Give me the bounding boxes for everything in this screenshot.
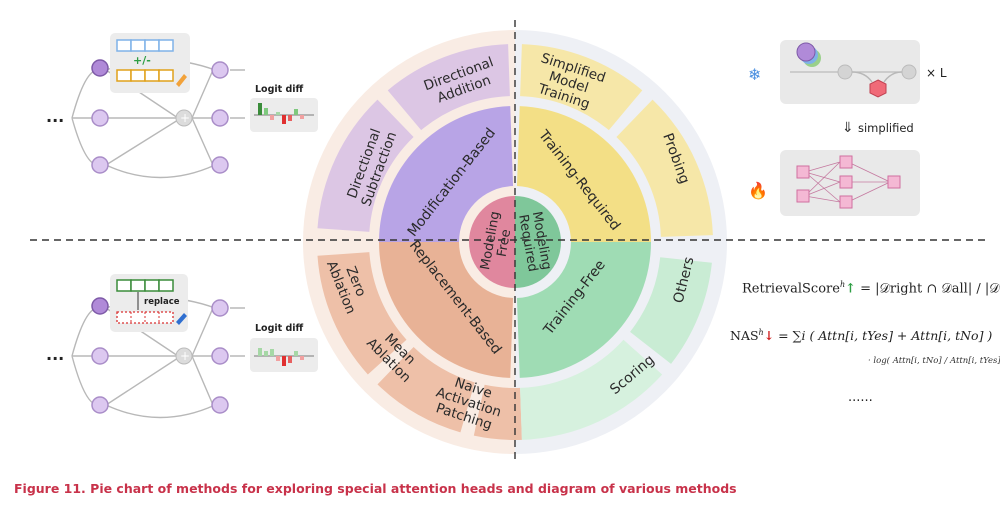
- center-right-half: [515, 196, 561, 288]
- down-arrow-icon: ⇓: [842, 120, 854, 136]
- node: [211, 109, 229, 127]
- dropper-icon: [176, 313, 187, 325]
- logit-bar: [276, 356, 280, 361]
- plus-node: [901, 64, 917, 80]
- nas-formula-tail: · log( Attn[i, tNo] / Attn[i, tYes] ): [868, 356, 1000, 366]
- seg-training-required: [516, 106, 651, 242]
- node: [211, 347, 229, 365]
- node: [91, 347, 109, 365]
- seg-mean-ablation: [377, 347, 475, 433]
- node-dark-top: [91, 59, 109, 77]
- node: [211, 61, 229, 79]
- left-top-diagram: ... + +/- Logit diff: [46, 33, 318, 179]
- node: [91, 156, 109, 174]
- center-left-half: [469, 196, 515, 288]
- seg-naive-activation-patching: [473, 384, 522, 440]
- seg-scoring: [520, 339, 663, 440]
- vector-red-dotted: [116, 311, 174, 324]
- vector-orange: [116, 69, 174, 82]
- pencil-icon: [176, 74, 187, 87]
- network-node: [839, 155, 853, 169]
- nas-formula: NASh↓ = ∑i ( Attn[i, tYes] + Attn[i, tNo…: [730, 328, 993, 344]
- outer-label-zero-ablation: ZeroAblation: [323, 253, 374, 317]
- network-node: [796, 165, 810, 179]
- seg-replacement-based: [379, 242, 514, 378]
- logit-bar: [288, 356, 292, 363]
- figure-caption: Figure 11. Pie chart of methods for expl…: [14, 481, 737, 496]
- seg-probing: [616, 99, 713, 237]
- fire-icon: 🔥: [748, 181, 768, 200]
- seg-training-free: [516, 242, 651, 378]
- seg-zero-ablation: [317, 252, 407, 375]
- network-node: [839, 195, 853, 209]
- logit-diff-label-top: Logit diff: [255, 84, 304, 95]
- simplified-label: simplified: [858, 121, 914, 135]
- logit-bar: [276, 112, 280, 115]
- vector-blue: [116, 39, 174, 52]
- plus-sign: +: [180, 349, 190, 363]
- logit-bar: [288, 115, 292, 121]
- plus-sign: +: [180, 111, 190, 125]
- seg-simplified-model-training: [520, 44, 643, 131]
- network-node: [796, 189, 810, 203]
- node: [211, 396, 229, 414]
- logit-bar: [264, 108, 268, 115]
- logit-bar: [258, 103, 262, 115]
- plus-node: [837, 64, 853, 80]
- vector-green: [116, 279, 174, 292]
- logit-bar: [264, 351, 268, 356]
- network-node: [887, 175, 901, 189]
- seg-directional-addition: [387, 44, 510, 131]
- logit-diff-label-bottom: Logit diff: [255, 323, 304, 334]
- logit-bar: [270, 115, 274, 120]
- ellipsis-top: ...: [46, 107, 64, 126]
- hexagon-icon: [869, 79, 887, 98]
- logit-bar: [300, 356, 304, 360]
- logit-panel-bottom: [250, 338, 318, 372]
- outer-segments: [317, 44, 713, 440]
- plus-minus-label: +/-: [133, 54, 151, 67]
- mid-segments: [379, 106, 651, 378]
- ellipsis-bottom: ...: [46, 345, 64, 364]
- node: [211, 299, 229, 317]
- node: [91, 396, 109, 414]
- logit-bar: [300, 115, 304, 119]
- plus-node: [175, 109, 193, 127]
- simplified-network: [804, 161, 891, 203]
- snowflake-icon: ❄: [748, 65, 761, 84]
- node: [91, 109, 109, 127]
- replace-label: replace: [144, 297, 180, 307]
- right-top-diagram: ❄ × L ⇓ simplified 🔥: [748, 40, 947, 216]
- left-bottom-diagram: ... + replace Logit diff: [46, 274, 318, 419]
- logit-bar: [258, 348, 262, 356]
- plus-node: [175, 347, 193, 365]
- logit-bar: [294, 109, 298, 115]
- logit-bar: [294, 351, 298, 356]
- times-l-label: × L: [926, 66, 947, 80]
- network-node: [839, 175, 853, 189]
- seg-others: [630, 257, 712, 364]
- logit-bar: [270, 349, 274, 356]
- logit-bar: [282, 115, 286, 124]
- retrieval-score-formula: RetrievalScoreh↑ = |𝒟right ∩ 𝒟all| / |𝒟a…: [742, 280, 1000, 297]
- node-dark-bottom: [91, 297, 109, 315]
- seg-modification-based: [379, 106, 514, 242]
- node: [211, 156, 229, 174]
- seg-directional-subtraction: [317, 99, 414, 232]
- formula-ellipsis: ......: [848, 390, 873, 405]
- logit-bar: [282, 356, 286, 366]
